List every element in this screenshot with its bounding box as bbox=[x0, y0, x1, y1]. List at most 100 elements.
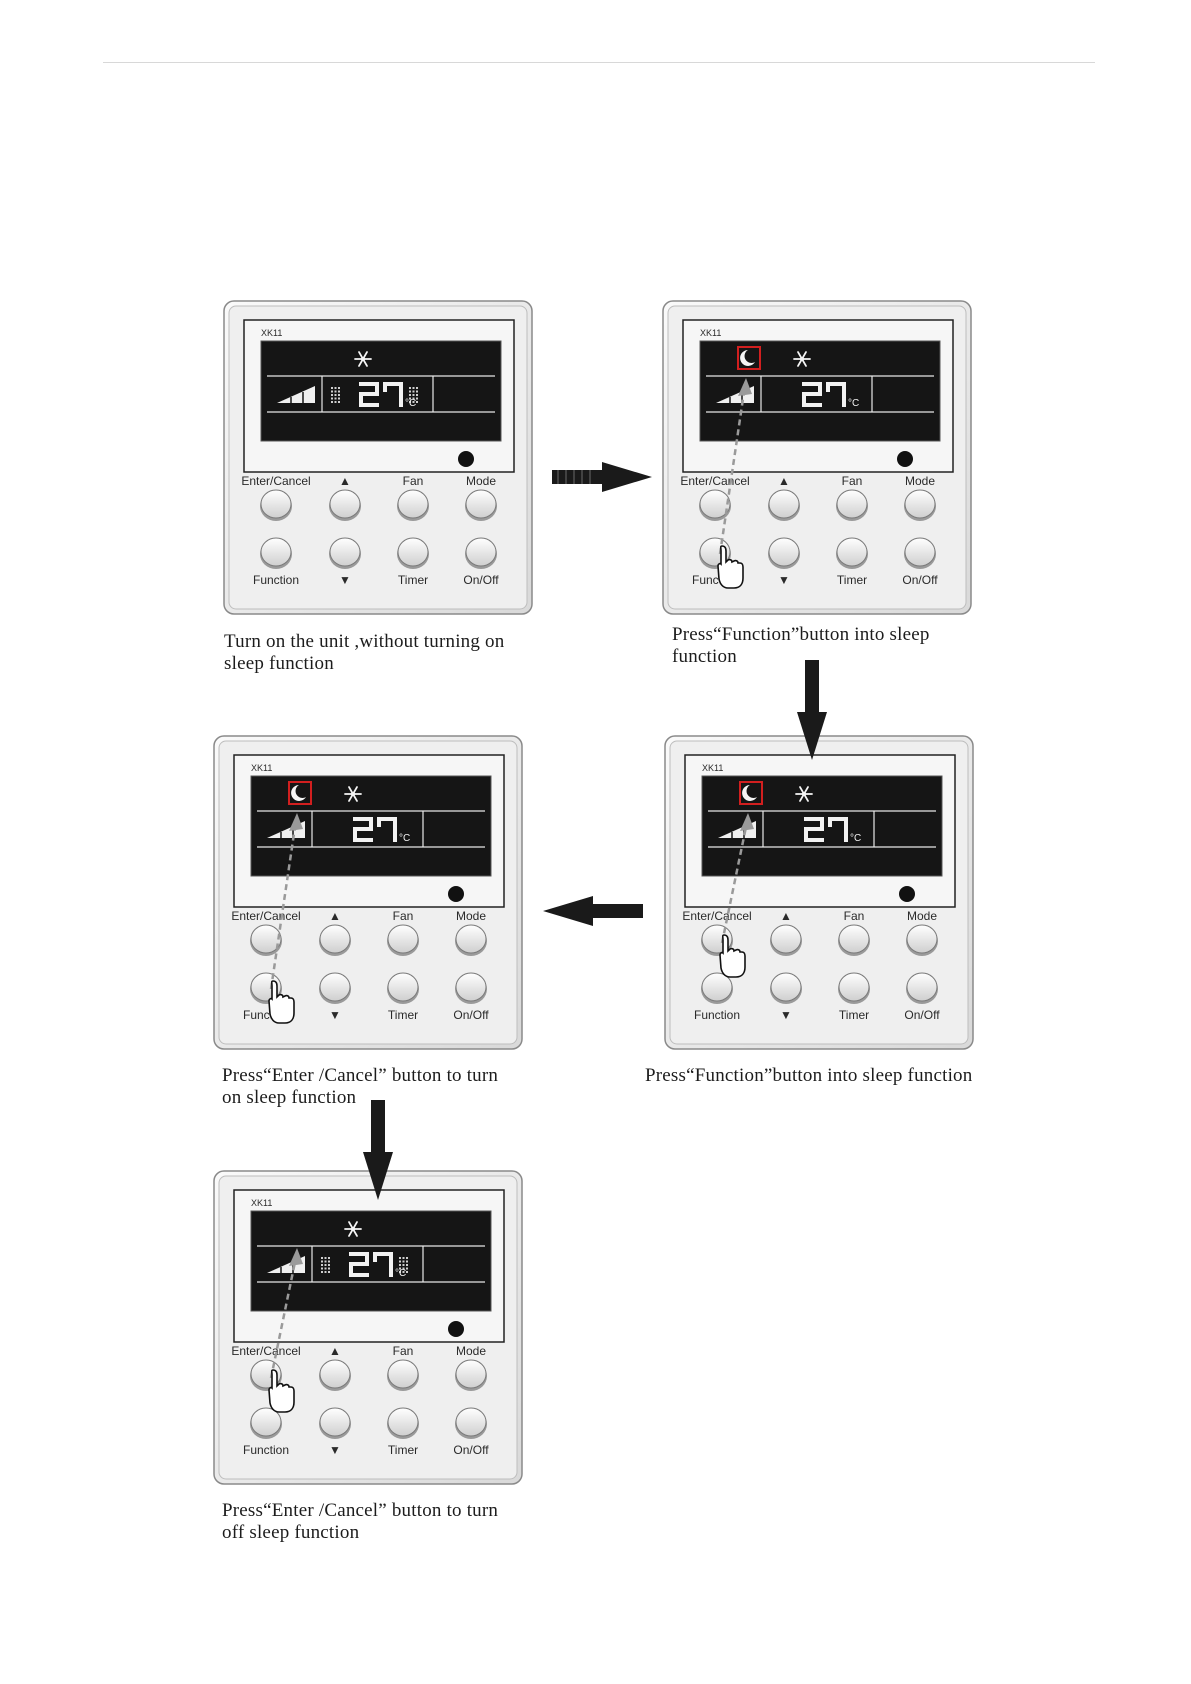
svg-text:°C: °C bbox=[399, 833, 410, 844]
down-button[interactable] bbox=[770, 973, 802, 1004]
status-led-icon bbox=[899, 886, 915, 902]
button-label: ▼ bbox=[339, 573, 351, 587]
button-label: Timer bbox=[388, 1008, 418, 1022]
down-button[interactable] bbox=[319, 1408, 351, 1439]
svg-text:°C: °C bbox=[850, 833, 861, 844]
caption-line: Press“Enter /Cancel” button to turn bbox=[222, 1500, 498, 1522]
button-label: Mode bbox=[466, 474, 496, 488]
enter-cancel-button[interactable] bbox=[699, 490, 731, 521]
remote-step-5: XK11°CEnter/CancelFunction▲▼FanTimerMode… bbox=[213, 1170, 523, 1485]
button-label: ▲ bbox=[780, 909, 792, 923]
button-label: Fan bbox=[393, 909, 414, 923]
remote-panel: XK11°CEnter/CancelFunction▲▼FanTimerMode… bbox=[662, 300, 972, 615]
button-label: ▼ bbox=[329, 1008, 341, 1022]
arrow-down-icon bbox=[363, 1100, 393, 1200]
function-button[interactable] bbox=[260, 538, 292, 569]
model-label: XK11 bbox=[251, 763, 272, 773]
button-label: Fan bbox=[844, 909, 865, 923]
remote-panel: XK11°CEnter/CancelFunction▲▼FanTimerMode… bbox=[213, 735, 523, 1050]
status-led-icon bbox=[448, 1321, 464, 1337]
button-label: Timer bbox=[837, 573, 867, 587]
lcd-screen bbox=[261, 341, 501, 441]
enter-cancel-button[interactable] bbox=[250, 925, 282, 956]
status-led-icon bbox=[458, 451, 474, 467]
fan-button[interactable] bbox=[836, 490, 868, 521]
caption-line: Turn on the unit ,without turning on bbox=[224, 631, 504, 653]
button-label: Enter/Cancel bbox=[231, 909, 300, 923]
button-label: On/Off bbox=[463, 573, 499, 587]
button-label: Timer bbox=[839, 1008, 869, 1022]
status-led-icon bbox=[897, 451, 913, 467]
timer-button[interactable] bbox=[836, 538, 868, 569]
enter-cancel-button[interactable] bbox=[260, 490, 292, 521]
arrow-down-icon bbox=[797, 660, 827, 760]
up-button[interactable] bbox=[319, 1360, 351, 1391]
header-rule bbox=[103, 62, 1095, 63]
mode-button[interactable] bbox=[455, 1360, 487, 1391]
button-label: Enter/Cancel bbox=[680, 474, 749, 488]
button-label: Function bbox=[694, 1008, 740, 1022]
mode-button[interactable] bbox=[465, 490, 497, 521]
caption-line: off sleep function bbox=[222, 1522, 498, 1544]
timer-button[interactable] bbox=[387, 973, 419, 1004]
caption-step-2: Press“Function”button into sleep functio… bbox=[672, 624, 930, 667]
fan-button[interactable] bbox=[397, 490, 429, 521]
timer-button[interactable] bbox=[387, 1408, 419, 1439]
on-off-button[interactable] bbox=[455, 973, 487, 1004]
remote-panel: XK11°CEnter/CancelFunction▲▼FanTimerMode… bbox=[223, 300, 533, 615]
caption-line: function bbox=[672, 646, 930, 668]
mode-button[interactable] bbox=[455, 925, 487, 956]
down-button[interactable] bbox=[329, 538, 361, 569]
model-label: XK11 bbox=[251, 1198, 272, 1208]
button-label: ▼ bbox=[778, 573, 790, 587]
arrow-left-icon bbox=[543, 896, 643, 926]
on-off-button[interactable] bbox=[904, 538, 936, 569]
up-button[interactable] bbox=[768, 490, 800, 521]
button-label: ▲ bbox=[329, 909, 341, 923]
caption-line: Press“Function”button into sleep bbox=[672, 624, 930, 646]
svg-text:°C: °C bbox=[848, 398, 859, 409]
fan-button[interactable] bbox=[838, 925, 870, 956]
up-button[interactable] bbox=[329, 490, 361, 521]
mode-button[interactable] bbox=[906, 925, 938, 956]
button-label: Timer bbox=[398, 573, 428, 587]
svg-text:°C: °C bbox=[405, 398, 416, 409]
status-led-icon bbox=[448, 886, 464, 902]
model-label: XK11 bbox=[261, 328, 282, 338]
caption-step-4: Press“Enter /Cancel” button to turn on s… bbox=[222, 1065, 498, 1108]
caption-step-5: Press“Enter /Cancel” button to turn off … bbox=[222, 1500, 498, 1543]
mode-button[interactable] bbox=[904, 490, 936, 521]
button-label: Enter/Cancel bbox=[231, 1344, 300, 1358]
button-label: Timer bbox=[388, 1443, 418, 1457]
on-off-button[interactable] bbox=[455, 1408, 487, 1439]
down-button[interactable] bbox=[319, 973, 351, 1004]
remote-panel: XK11°CEnter/CancelFunction▲▼FanTimerMode… bbox=[213, 1170, 523, 1485]
button-label: ▲ bbox=[778, 474, 790, 488]
button-label: Mode bbox=[456, 909, 486, 923]
up-button[interactable] bbox=[319, 925, 351, 956]
on-off-button[interactable] bbox=[465, 538, 497, 569]
down-button[interactable] bbox=[768, 538, 800, 569]
button-label: Mode bbox=[907, 909, 937, 923]
button-label: ▼ bbox=[780, 1008, 792, 1022]
button-label: ▲ bbox=[329, 1344, 341, 1358]
timer-button[interactable] bbox=[838, 973, 870, 1004]
model-label: XK11 bbox=[702, 763, 723, 773]
fan-button[interactable] bbox=[387, 1360, 419, 1391]
button-label: Function bbox=[253, 573, 299, 587]
button-label: Fan bbox=[842, 474, 863, 488]
arrow-right-icon bbox=[552, 462, 652, 492]
fan-button[interactable] bbox=[387, 925, 419, 956]
button-label: ▼ bbox=[329, 1443, 341, 1457]
button-label: Function bbox=[243, 1443, 289, 1457]
caption-step-3: Press“Function”button into sleep functio… bbox=[645, 1065, 972, 1087]
on-off-button[interactable] bbox=[906, 973, 938, 1004]
up-button[interactable] bbox=[770, 925, 802, 956]
timer-button[interactable] bbox=[397, 538, 429, 569]
caption-line: sleep function bbox=[224, 653, 504, 675]
button-label: Fan bbox=[403, 474, 424, 488]
button-label: On/Off bbox=[904, 1008, 940, 1022]
caption-line: Press“Function”button into sleep functio… bbox=[645, 1065, 972, 1087]
